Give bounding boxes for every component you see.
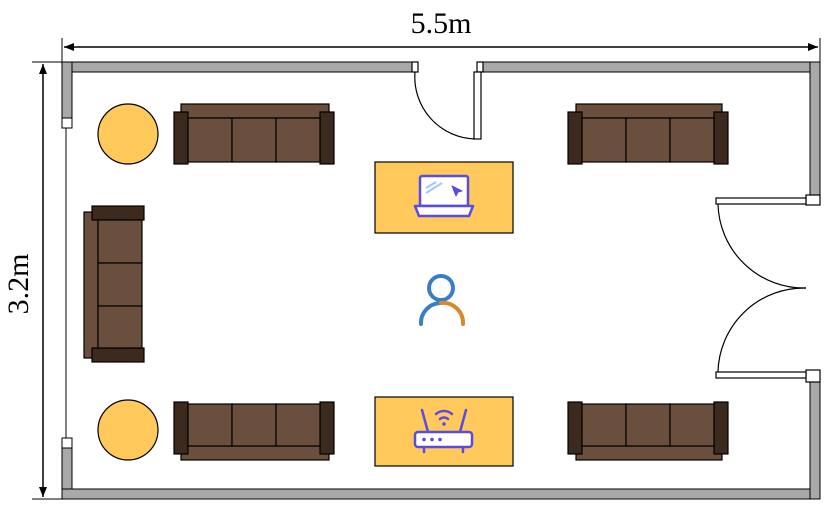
table-top [374, 161, 514, 234]
right-door [715, 194, 821, 383]
width-dimension: 5.5m [61, 7, 821, 62]
height-label: 3.2m [2, 254, 35, 315]
router-icon [413, 408, 474, 454]
sofa-left [83, 205, 145, 363]
top-door [411, 61, 484, 140]
laptop-icon [413, 174, 475, 218]
table-bottom [374, 396, 514, 467]
height-dimension: 3.2m [2, 61, 62, 500]
lamp-bottom-left [97, 399, 159, 461]
walls [61, 61, 821, 500]
width-label: 5.5m [411, 7, 472, 40]
left-window [61, 117, 73, 449]
sofa-top-right [567, 103, 729, 165]
lamp-top-left [97, 103, 159, 165]
sofa-bottom-right [567, 401, 729, 461]
sofa-top-left [173, 103, 335, 165]
person-icon [419, 274, 466, 326]
sofa-bottom-left [173, 401, 335, 461]
